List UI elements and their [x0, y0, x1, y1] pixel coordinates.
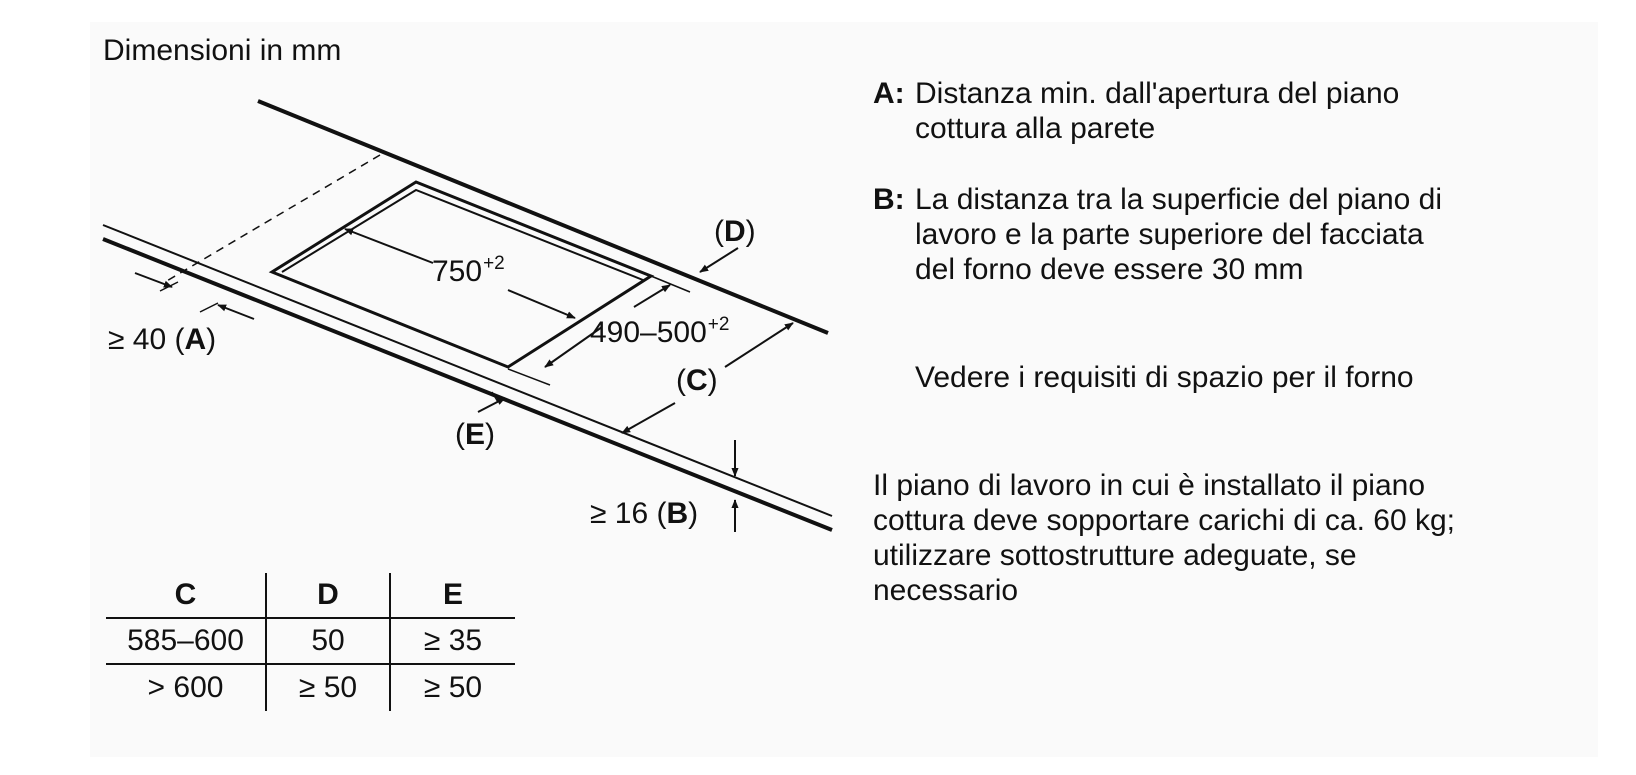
- label-a-suffix: ): [206, 323, 217, 356]
- table-cell: ≥ 50: [423, 671, 483, 704]
- label-b-letter: B: [666, 497, 689, 530]
- label-a: ≥ 40 (A): [108, 325, 216, 355]
- label-b: ≥ 16 (B): [590, 499, 698, 529]
- units-label: Dimensioni in mm: [103, 34, 342, 67]
- worktop-front-edge-top: [102, 224, 833, 517]
- dim-490-ext-2: [650, 275, 691, 293]
- dim-a-ext-1: [159, 281, 179, 292]
- dim-d-arrow: [699, 247, 739, 273]
- table-cell: 50: [266, 618, 391, 665]
- table-row: > 600 ≥ 50 ≥ 50: [106, 664, 515, 711]
- label-e-suffix: ): [485, 418, 496, 451]
- oven-requirements-note: Vedere i requisiti di spazio per il forn…: [915, 361, 1414, 394]
- label-b-suffix: ): [688, 497, 699, 530]
- table-header-d: D: [266, 573, 391, 619]
- dimension-490-value: 490–500: [590, 316, 707, 349]
- dim-750-arrow-2: [507, 289, 576, 319]
- label-d-suffix: ): [745, 215, 756, 248]
- label-e: (E): [455, 420, 495, 450]
- dimension-750-tolerance: +2: [483, 253, 505, 274]
- dim-490-arrow-2: [633, 284, 671, 308]
- dim-750-arrow-1: [344, 228, 434, 264]
- dim-e-arrow: [477, 397, 506, 413]
- worktop-front-edge-bottom: [102, 237, 833, 532]
- worktop-back-edge: [257, 99, 829, 335]
- label-e-letter: E: [465, 418, 486, 451]
- wall-reference-line: [164, 154, 381, 283]
- dimension-table: C D E 585–600 50 ≥ 35 > 600 ≥ 50 ≥ 50: [106, 573, 515, 711]
- dimension-750-label: 750+2: [432, 254, 505, 288]
- table-header-c: C: [106, 573, 267, 619]
- dim-c-arrow-lower: [621, 402, 676, 434]
- table-header-e: E: [390, 573, 515, 619]
- dim-490-arrow-1: [544, 326, 603, 368]
- dim-e-tick: [491, 391, 499, 403]
- dim-490-ext-1: [507, 368, 551, 386]
- cutout-outline: [268, 180, 655, 369]
- legend-text-b: La distanza tra la superficie del piano …: [915, 183, 1442, 286]
- dim-c-arrow-upper: [724, 322, 794, 368]
- label-a-prefix: ≥ 40 (: [108, 323, 185, 356]
- table-cell: ≥ 35: [390, 618, 515, 665]
- table-cell: > 600: [106, 664, 267, 711]
- label-c-letter: C: [686, 364, 708, 397]
- load-capacity-note: Il piano di lavoro in cui è installato i…: [873, 469, 1455, 607]
- label-c-prefix: (: [676, 364, 686, 397]
- legend-key-a: A:: [873, 77, 905, 110]
- label-d-prefix: (: [714, 215, 724, 248]
- table-row: 585–600 50 ≥ 35: [106, 618, 515, 665]
- label-b-prefix: ≥ 16 (: [590, 497, 667, 530]
- label-d: (D): [714, 217, 756, 247]
- dim-a-ext-2: [199, 302, 219, 313]
- table-header-row: C D E: [106, 573, 515, 619]
- legend-text-a: Distanza min. dall'apertura del piano co…: [915, 77, 1400, 145]
- legend-item-a: A: Distanza min. dall'apertura del piano…: [873, 76, 1399, 146]
- table-cell: 585–600: [106, 618, 267, 665]
- dim-a-arrow-2: [217, 304, 255, 320]
- label-e-prefix: (: [455, 418, 465, 451]
- table-cell: ≥ 50: [266, 664, 391, 711]
- dimension-750-value: 750: [432, 255, 483, 288]
- dimension-490-tolerance: +2: [707, 314, 730, 335]
- legend-item-b: B: La distanza tra la superficie del pia…: [873, 182, 1442, 287]
- dim-a-arrow-1: [134, 272, 173, 288]
- label-c-suffix: ): [707, 364, 718, 397]
- label-c: (C): [676, 366, 718, 396]
- cutout-inner-edge: [281, 188, 644, 281]
- label-a-letter: A: [184, 323, 207, 356]
- dimension-490-label: 490–500+2: [590, 315, 729, 349]
- legend-key-b: B:: [873, 183, 905, 216]
- label-d-letter: D: [724, 215, 746, 248]
